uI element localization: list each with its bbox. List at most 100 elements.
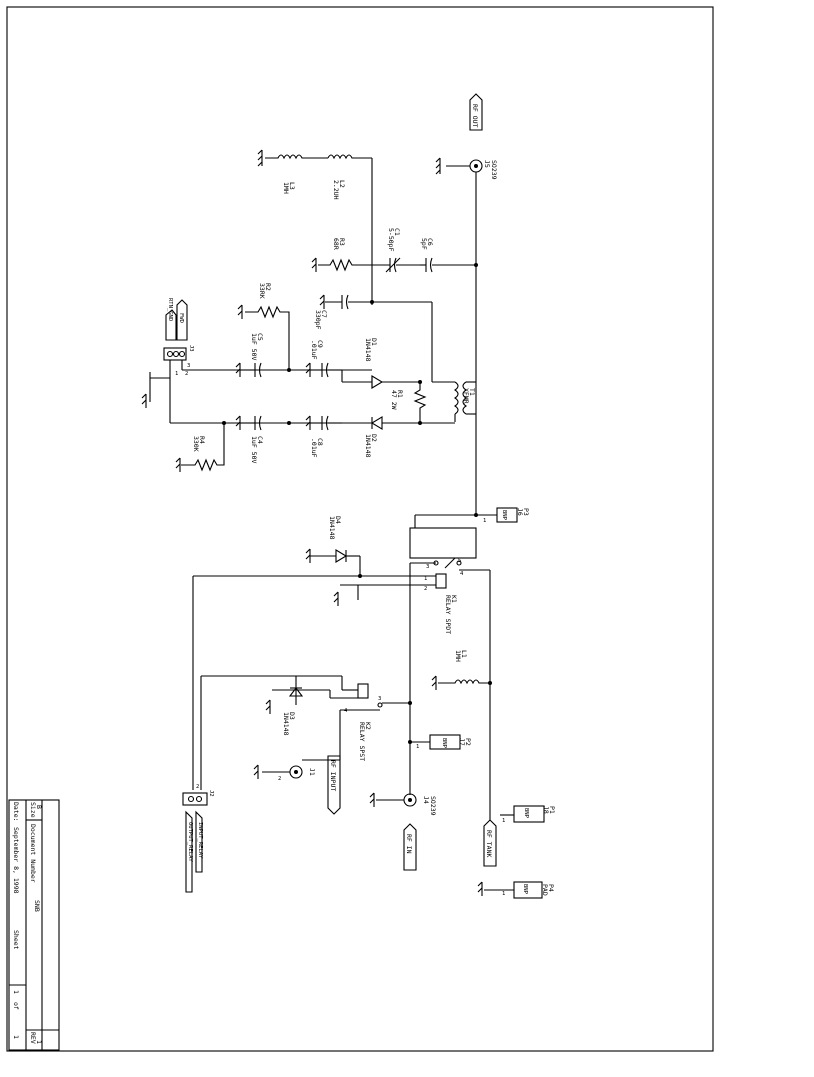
sheet-border xyxy=(6,6,714,1052)
svg-text:INPUT_RELAY: INPUT_RELAY xyxy=(197,822,203,859)
capacitor-c1: C1 5-50pF xyxy=(372,228,420,273)
connector-p1: BNP P1 J8 xyxy=(500,805,556,823)
svg-text:J6: J6 xyxy=(516,508,524,516)
svg-text:RF TANK: RF TANK xyxy=(485,830,493,857)
svg-text:68R: 68R xyxy=(332,238,340,250)
capacitor-c7: C7 330pF xyxy=(314,294,372,330)
diode-d1: D1 1N4148 xyxy=(342,338,420,389)
svg-text:P3: P3 xyxy=(522,508,530,516)
capacitor-c5: C5 1uF 50V xyxy=(240,333,264,378)
of-value: 1 xyxy=(12,1035,20,1039)
svg-text:4: 4 xyxy=(344,708,348,714)
size-value: B xyxy=(35,805,43,809)
svg-text:J8: J8 xyxy=(542,806,550,814)
port-rf-input: RF INPUT xyxy=(327,755,341,815)
svg-text:RELAY SPDT: RELAY SPDT xyxy=(444,595,452,634)
svg-text:BNP: BNP xyxy=(523,808,529,819)
svg-text:1N4148: 1N4148 xyxy=(364,338,372,362)
svg-text:1: 1 xyxy=(483,518,486,524)
svg-text:RELAY SPST: RELAY SPST xyxy=(358,722,366,761)
capacitor-c9: C9 .01uF xyxy=(310,340,342,378)
port-rf-in: RF IN xyxy=(403,823,417,871)
svg-text:1: 1 xyxy=(424,576,427,582)
inductor-l3: L3 1MH xyxy=(265,154,328,194)
svg-text:T1: T1 xyxy=(468,388,476,396)
svg-text:RTN_GND: RTN_GND xyxy=(167,298,173,321)
svg-text:RF IN: RF IN xyxy=(405,834,413,854)
svg-text:P1: P1 xyxy=(548,806,556,814)
header-j3: J3 xyxy=(163,345,194,361)
rev-label: REV xyxy=(29,1032,37,1044)
svg-text:PAD: PAD xyxy=(541,884,549,896)
doc-label: Document Number xyxy=(29,824,37,883)
svg-text:J1: J1 xyxy=(308,768,316,776)
svg-text:330pF: 330pF xyxy=(314,310,322,330)
svg-text:BNP: BNP xyxy=(501,510,507,521)
svg-text:1uF 50V: 1uF 50V xyxy=(250,436,258,463)
svg-text:L1: L1 xyxy=(460,650,468,658)
title-block: Size Document Number B SNB REV 1 Date: S… xyxy=(8,799,60,1051)
svg-text:C1: C1 xyxy=(393,228,401,236)
svg-text:P4: P4 xyxy=(547,884,555,892)
svg-text:5-50pF: 5-50pF xyxy=(387,228,395,252)
svg-text:2.2UH: 2.2UH xyxy=(332,180,340,200)
svg-text:R3: R3 xyxy=(338,238,346,246)
svg-text:J4: J4 xyxy=(422,796,430,804)
svg-text:SO239: SO239 xyxy=(490,160,498,180)
sheet-label: Sheet xyxy=(12,930,20,950)
connector-j4: J4 SO239 xyxy=(376,793,437,816)
svg-text:XFMR: XFMR xyxy=(462,388,470,404)
doc-value: SNB xyxy=(33,900,41,912)
svg-text:1N4148: 1N4148 xyxy=(282,712,290,736)
svg-text:C5: C5 xyxy=(256,333,264,341)
svg-text:1MH: 1MH xyxy=(282,182,290,194)
svg-text:P2: P2 xyxy=(464,738,472,746)
svg-text:.01uF: .01uF xyxy=(310,340,318,360)
svg-text:C6: C6 xyxy=(426,238,434,246)
svg-text:BNP: BNP xyxy=(522,884,528,895)
capacitor-c4: C4 1uF 50V xyxy=(240,415,264,463)
svg-text:K1: K1 xyxy=(450,595,458,603)
capacitor-c8: C8 .01uF xyxy=(310,415,342,458)
diode-d3: D3 1N4148 xyxy=(272,676,331,736)
svg-text:1uF 50V: 1uF 50V xyxy=(250,333,258,360)
svg-text:R1: R1 xyxy=(396,390,404,398)
svg-text:J3: J3 xyxy=(188,345,194,352)
svg-text:1N4148: 1N4148 xyxy=(328,516,336,540)
svg-text:2: 2 xyxy=(278,776,281,782)
svg-text:1: 1 xyxy=(502,891,505,897)
port-input-relay: INPUT_RELAY xyxy=(195,810,203,873)
connector-p3: BNP P3 J6 xyxy=(496,507,530,523)
svg-text:1N4148: 1N4148 xyxy=(364,434,372,458)
svg-text:1: 1 xyxy=(502,818,505,824)
sheet-value: 1 xyxy=(12,990,20,994)
inductor-l2: L2 2.2UH xyxy=(327,154,372,200)
svg-text:OUTPUT_RELAY: OUTPUT_RELAY xyxy=(187,822,193,862)
svg-text:J7: J7 xyxy=(458,738,466,746)
svg-text:K2: K2 xyxy=(364,722,372,730)
svg-text:L2: L2 xyxy=(338,180,346,188)
svg-text:J2: J2 xyxy=(208,790,214,797)
transformer-t1: T1 XFMR xyxy=(432,381,476,422)
svg-text:3: 3 xyxy=(426,564,429,570)
port-rf-tank: RF TANK xyxy=(483,819,497,867)
svg-text:3: 3 xyxy=(378,696,381,702)
resistor-r3: R3 68R xyxy=(318,238,372,272)
svg-text:RF OUT: RF OUT xyxy=(471,104,479,128)
svg-text:D1: D1 xyxy=(370,338,378,346)
of-label: of xyxy=(12,1002,20,1010)
svg-text:2: 2 xyxy=(196,784,199,790)
port-rtn-gnd: RTN_GND xyxy=(165,298,177,341)
svg-text:2: 2 xyxy=(424,586,427,592)
svg-text:BNP: BNP xyxy=(441,738,447,749)
connector-j5: J5 SO239 xyxy=(446,159,498,180)
resistor-r1: R1 47 2W xyxy=(390,382,427,422)
header-j2: J2 xyxy=(182,790,214,806)
svg-text:RF INPUT: RF INPUT xyxy=(329,760,337,791)
svg-text:C9: C9 xyxy=(316,340,324,348)
svg-text:L3: L3 xyxy=(288,182,296,190)
svg-text:1MH: 1MH xyxy=(454,650,462,662)
port-rf-out: RF OUT xyxy=(469,93,483,131)
date-label: Date: xyxy=(12,802,20,822)
